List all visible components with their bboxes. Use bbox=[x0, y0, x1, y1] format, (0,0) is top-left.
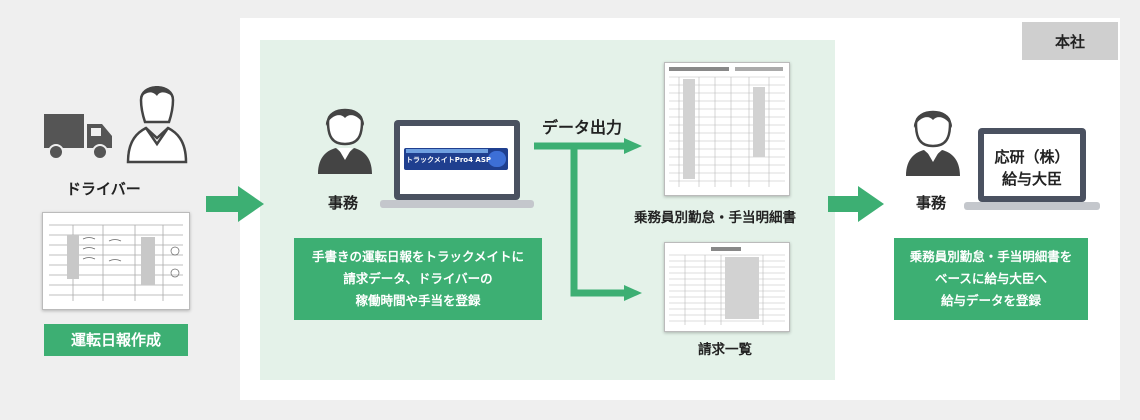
headquarters-tag: 本社 bbox=[1022, 22, 1118, 60]
office-person-icon bbox=[318, 108, 372, 174]
invoice-doc-label: 請求一覧 bbox=[698, 342, 752, 358]
attendance-table-lines bbox=[669, 67, 785, 187]
attendance-doc-label: 乗務員別勤怠・手当明細書 bbox=[634, 210, 796, 226]
office-left-description: 手書きの運転日報をトラックメイトに 請求データ、ドライバーの 稼働時間や手当を登… bbox=[294, 238, 542, 320]
laptop-icon bbox=[964, 128, 1100, 210]
driver-label: ドライバー bbox=[66, 180, 141, 198]
description-line: 給与データを登録 bbox=[940, 293, 1041, 308]
payroll-software-name: 応研（株） 給与大臣 bbox=[984, 146, 1080, 190]
description-line: ベースに給与大臣へ bbox=[935, 271, 1047, 286]
driver-person-icon bbox=[126, 86, 188, 164]
attendance-allowance-document bbox=[664, 62, 790, 196]
arrow-right-icon bbox=[828, 186, 884, 222]
office-right-description: 乗務員別勤怠・手当明細書を ベースに給与大臣へ 給与データを登録 bbox=[894, 238, 1088, 320]
trackmate-logo bbox=[404, 148, 508, 170]
description-line: 乗務員別勤怠・手当明細書を bbox=[909, 249, 1073, 264]
office-left-label: 事務 bbox=[328, 194, 359, 212]
screen-line: 給与大臣 bbox=[1001, 170, 1062, 188]
driving-log-sheet bbox=[42, 212, 190, 310]
screen-line: 応研（株） bbox=[994, 148, 1070, 166]
data-output-label: データ出力 bbox=[542, 118, 623, 137]
description-line: 稼働時間や手当を登録 bbox=[355, 293, 481, 308]
driving-log-form-lines bbox=[49, 224, 183, 301]
description-line: 手書きの運転日報をトラックメイトに bbox=[311, 249, 524, 264]
invoice-list-document bbox=[664, 242, 790, 332]
office-person-icon bbox=[906, 110, 960, 176]
truck-icon bbox=[44, 114, 112, 160]
trackmate-logo-text: トラックメイトPro4 ASP bbox=[406, 156, 492, 164]
invoice-table-lines bbox=[669, 247, 785, 325]
driving-log-creation-badge: 運転日報作成 bbox=[44, 324, 188, 356]
branch-arrows-icon bbox=[534, 138, 642, 301]
office-right-label: 事務 bbox=[916, 194, 947, 212]
arrow-right-icon bbox=[206, 186, 264, 222]
description-line: 請求データ、ドライバーの bbox=[343, 271, 493, 286]
